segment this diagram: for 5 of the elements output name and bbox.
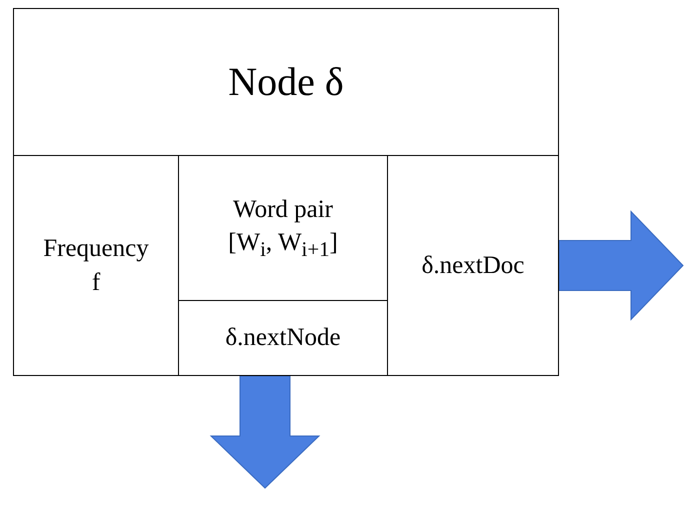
block-arrow	[558, 210, 684, 321]
record-header: Node δ	[13, 8, 559, 156]
block-arrow	[210, 376, 320, 489]
frequency-field: Frequency f	[13, 155, 179, 376]
next-doc-field: δ.nextDoc	[387, 155, 559, 376]
